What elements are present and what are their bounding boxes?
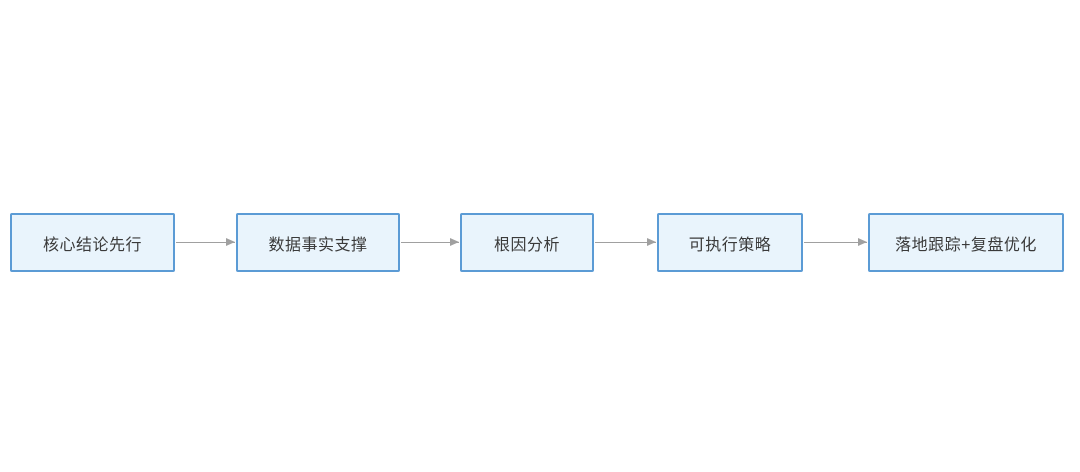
arrow-right-icon — [804, 238, 867, 246]
flow-node-data-support: 数据事实支撑 — [236, 213, 400, 272]
flow-node-tracking-review: 落地跟踪+复盘优化 — [868, 213, 1064, 272]
flow-node-strategy: 可执行策略 — [657, 213, 803, 272]
flow-node-label: 数据事实支撑 — [268, 236, 368, 254]
arrow-right-icon — [176, 238, 235, 246]
flow-node-label: 根因分析 — [493, 236, 560, 254]
arrow-right-icon — [401, 238, 459, 246]
flow-node-core-conclusion: 核心结论先行 — [10, 213, 175, 272]
flow-node-label: 核心结论先行 — [42, 236, 142, 254]
flow-node-label: 落地跟踪+复盘优化 — [895, 236, 1037, 254]
arrow-right-icon — [595, 238, 656, 246]
flow-node-root-cause: 根因分析 — [460, 213, 594, 272]
flow-node-label: 可执行策略 — [688, 236, 772, 254]
